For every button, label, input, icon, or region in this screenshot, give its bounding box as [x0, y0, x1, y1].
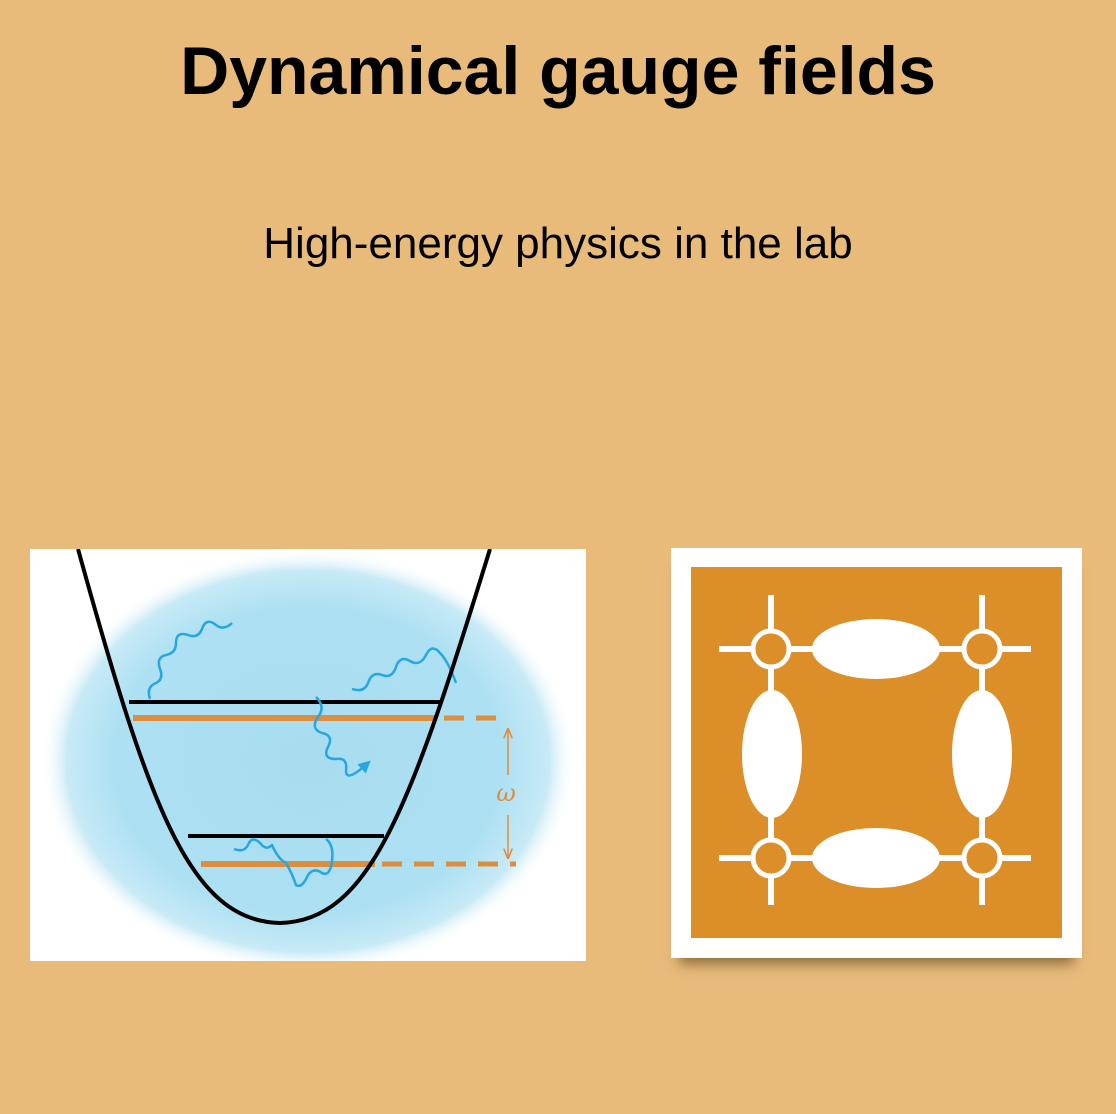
lattice-diagram [691, 567, 1062, 938]
gauge-link-left [742, 690, 802, 818]
atom-cloud [40, 549, 576, 961]
photon-left [147, 620, 233, 700]
photon-bottom [233, 838, 334, 888]
photon-emitted [313, 696, 371, 777]
gauge-link-right [952, 690, 1012, 818]
gauge-link-top [812, 619, 940, 679]
slide-title: Dynamical gauge fields [180, 33, 936, 109]
trap-diagram: ω [40, 549, 576, 961]
trap-potential-curve [76, 549, 492, 926]
gauge-link-bottom [812, 828, 940, 888]
lattice-site-top-right [961, 628, 1003, 670]
lattice-site-top-left [750, 628, 792, 670]
energy-gap-label: ω [496, 779, 516, 807]
lattice-site-bottom-right [961, 837, 1003, 879]
lattice-diagram-frame [671, 548, 1082, 958]
photon-right [351, 647, 458, 692]
lattice-site-bottom-left [750, 837, 792, 879]
trap-diagram-panel: ω [30, 549, 586, 961]
slide-subtitle: High-energy physics in the lab [263, 219, 853, 268]
